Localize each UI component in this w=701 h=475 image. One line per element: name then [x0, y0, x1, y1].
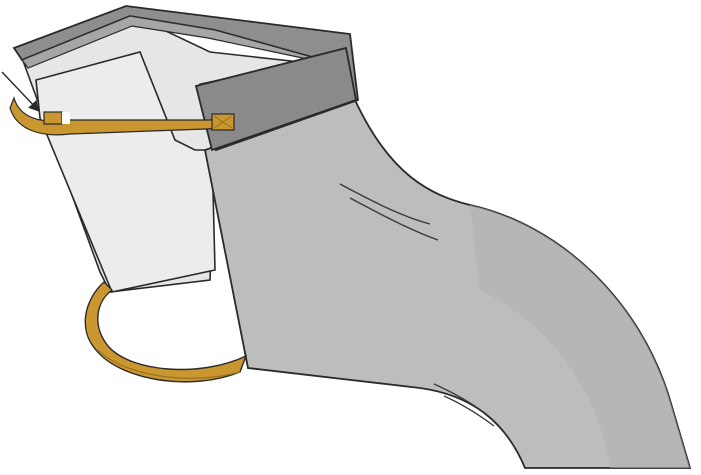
strap-buckle-left: [44, 112, 62, 124]
strap-buckle-gap: [62, 112, 70, 124]
bottom-loop-strap: [85, 282, 246, 382]
